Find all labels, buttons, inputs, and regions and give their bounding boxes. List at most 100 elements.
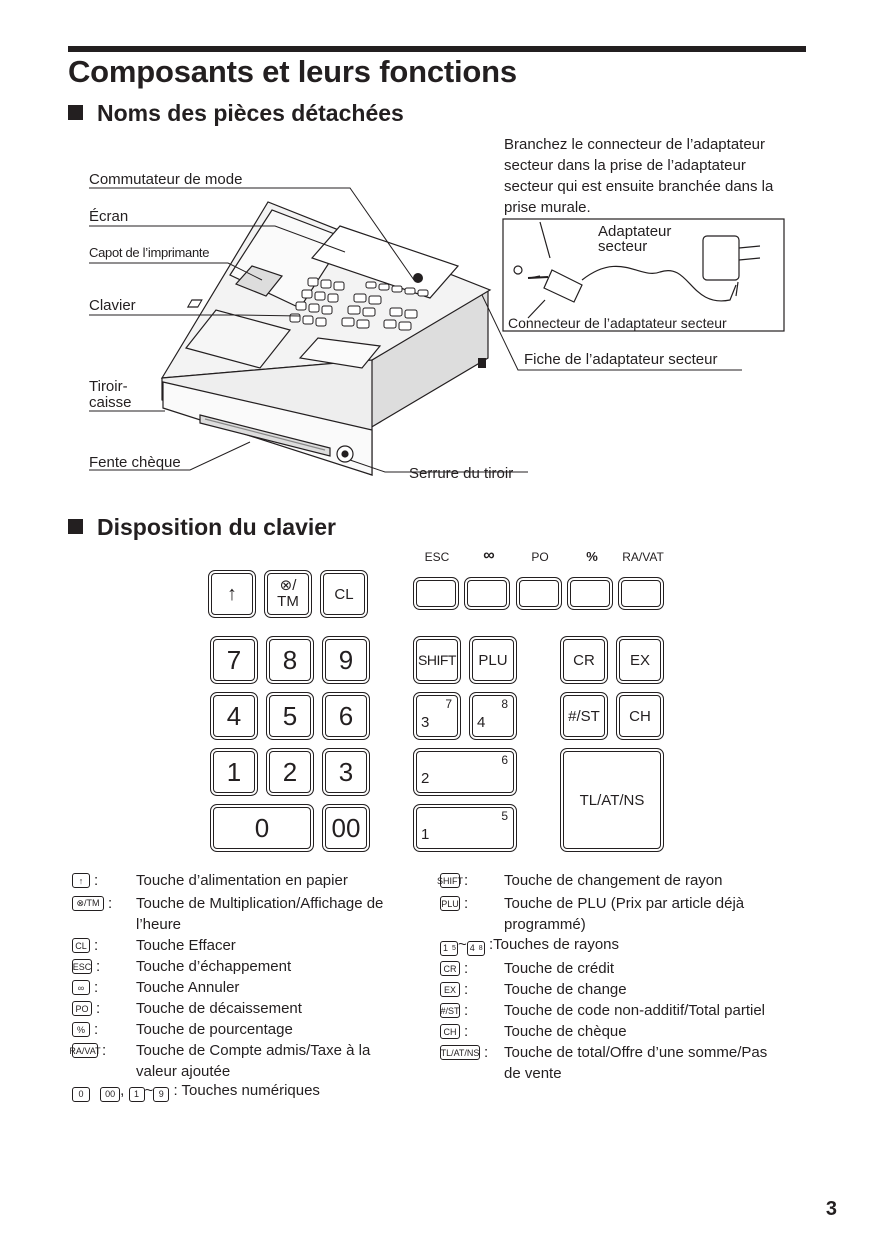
legend-text-line2: l’heure (136, 916, 182, 933)
legend-text-line1: Touche de changement de rayon (504, 872, 723, 889)
label-adapter-plug: Fiche de l’adaptateur secteur (524, 351, 718, 368)
legend-mark: CR (440, 961, 460, 976)
label-cheque-slot: Fente chèque (89, 454, 181, 471)
key-5[interactable]: 5 (266, 692, 314, 740)
legend-text: Touche d’alimentation en papier (136, 870, 348, 891)
legend-mark: % (72, 1022, 90, 1037)
legend-mark: RA/VAT (69, 1043, 101, 1058)
total-key[interactable]: TL/AT/NS (560, 748, 664, 852)
key-0[interactable]: 0 (210, 804, 314, 852)
label-drawer-line2: caisse (89, 394, 132, 411)
legend-text: Touche de crédit (504, 958, 614, 979)
legend-mark: SHIFT (437, 873, 463, 888)
key-7[interactable]: 7 (210, 636, 258, 684)
multiply-symbol: ⊗/ (279, 577, 297, 594)
legend-text-line1: Touche de Compte admis/Taxe à la (136, 1042, 371, 1059)
legend-separator: : (464, 960, 469, 977)
section-heading-keyboard: Disposition du clavier (68, 514, 336, 541)
esc-key[interactable] (413, 577, 459, 610)
section-keyboard-text: Disposition du clavier (97, 514, 336, 540)
dept-upper-label: 7 (445, 697, 452, 711)
legend-text-line1: Touche de total/Offre d’une somme/Pas (504, 1044, 768, 1061)
legend-text-line1: Touche de décaissement (136, 1000, 302, 1017)
shift-key[interactable]: SHIFT (413, 636, 461, 684)
legend-mark: ESC (72, 959, 92, 974)
legend-mark: PO (72, 1001, 92, 1016)
instruction-line2: secteur dans la prise de l’adaptateur (504, 157, 746, 174)
legend-tilde: ~ (458, 936, 467, 953)
label-mode-switch: Commutateur de mode (89, 171, 243, 188)
plu-key[interactable]: PLU (469, 636, 517, 684)
multiply-time-key[interactable]: ⊗/TM (264, 570, 312, 618)
bullet-square-icon (68, 519, 83, 534)
legend-separator: : (96, 1000, 101, 1017)
legend-text: : Touches numériques (173, 1082, 320, 1099)
legend-text: Touche Effacer (136, 935, 236, 956)
po-key[interactable] (516, 577, 562, 610)
section-heading-parts: Noms des pièces détachées (68, 100, 404, 127)
label-adapter-connector: Connecteur de l’adaptateur secteur (508, 315, 727, 331)
label-keyboard: Clavier (89, 297, 136, 314)
legend-text: Touche de code non-additif/Total partiel (504, 1000, 765, 1021)
legend-mark: PLU (440, 896, 460, 911)
dept-lower-label: 4 (477, 714, 486, 731)
legend-text-line1: Touche de Multiplication/Affichage de (136, 895, 384, 912)
legend-separator: : (96, 958, 101, 975)
legend-mark-sup: 5 (452, 944, 456, 952)
legend-separator: : (94, 979, 99, 996)
legend-text: Touche de chèque (504, 1021, 627, 1042)
label-display: Écran (89, 208, 129, 225)
legend-mark: 00 (100, 1086, 121, 1102)
instruction-line3: secteur qui est ensuite branchée dans la (504, 178, 774, 195)
page-title: Composants et leurs fonctions (68, 54, 517, 89)
dept-upper-label: 8 (501, 697, 508, 711)
legend-text: Touche de changement de rayon (504, 870, 723, 891)
legend-text-line1: Touche de crédit (504, 960, 615, 977)
legend-separator: : (464, 1002, 469, 1019)
ravat-key[interactable] (618, 577, 664, 610)
legend-text-line1: Touche Annuler (136, 979, 240, 996)
legend-mark: 0 (72, 1086, 90, 1102)
percent-key[interactable] (567, 577, 613, 610)
clear-key[interactable]: CL (320, 570, 368, 618)
cr-key[interactable]: CR (560, 636, 608, 684)
key-4[interactable]: 4 (210, 692, 258, 740)
legend-separator: : (94, 872, 99, 889)
ex-key[interactable]: EX (616, 636, 664, 684)
legend-text: Touche de décaissement (136, 998, 302, 1019)
legend-text-line1: Touche Effacer (136, 937, 236, 954)
page-number: 3 (825, 1198, 837, 1220)
key-6[interactable]: 6 (322, 692, 370, 740)
label-adapter-line2: secteur (598, 238, 648, 255)
legend-mark: 1 (128, 1086, 145, 1102)
legend-text-line2: valeur ajoutée (136, 1063, 231, 1080)
legend-separator: : (94, 1021, 99, 1038)
legend-mark: ⊗/TM (72, 896, 104, 911)
key-00[interactable]: 00 (322, 804, 370, 852)
legend-text-line1: Touche de code non-additif/Total partiel (504, 1002, 766, 1019)
st-key[interactable]: #/ST (560, 692, 608, 740)
key-3[interactable]: 3 (322, 748, 370, 796)
key-8[interactable]: 8 (266, 636, 314, 684)
legend-numeric: 0 00, 1~9 : Touches numériques (72, 1082, 320, 1102)
key-9[interactable]: 9 (322, 636, 370, 684)
legend-mark: TL/AT/NS (440, 1045, 480, 1060)
legend-separator: : (108, 895, 113, 912)
void-key[interactable] (464, 577, 510, 610)
label-drawer: Tiroir-caisse (89, 379, 132, 411)
legend-text-line1: Touche de pourcentage (136, 1021, 293, 1038)
legend-text-line1: Touche d’alimentation en papier (136, 872, 348, 889)
paper-feed-key[interactable]: ↑ (208, 570, 256, 618)
legend-separator: : (102, 1042, 107, 1059)
instruction-line1: Branchez le connecteur de l’adaptateur (504, 136, 766, 153)
key-2[interactable]: 2 (266, 748, 314, 796)
key-1[interactable]: 1 (210, 748, 258, 796)
legend-text: Touche de pourcentage (136, 1019, 293, 1040)
ch-key[interactable]: CH (616, 692, 664, 740)
